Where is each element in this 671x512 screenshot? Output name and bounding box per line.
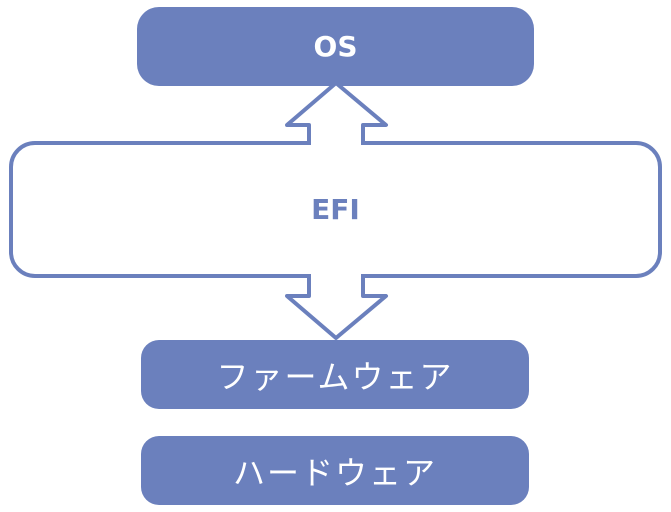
efi-layer-box: EFI — [9, 141, 662, 278]
hardware-layer-box: ハードウェア — [141, 436, 529, 505]
arrow-down-to-firmware — [285, 276, 388, 340]
arrow-up-to-os — [285, 81, 388, 143]
firmware-layer-box: ファームウェア — [141, 340, 529, 409]
os-layer-box: OS — [137, 7, 534, 86]
